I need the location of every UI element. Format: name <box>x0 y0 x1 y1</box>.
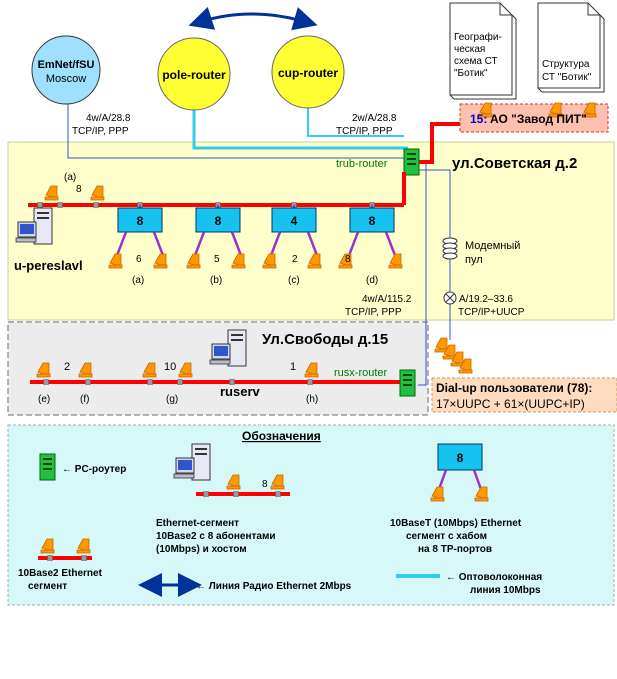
dialup-title: Dial-up пользователи (78): <box>436 381 592 395</box>
document-icon <box>537 2 601 89</box>
geo-doc-line3: схема СТ <box>454 56 498 67</box>
fiber-link <box>192 100 408 150</box>
svg-text:8: 8 <box>369 214 376 228</box>
legend-eth-seg-1: Ethernet-сегмент <box>156 518 239 529</box>
hub-a: 8 6 (a) <box>108 205 168 286</box>
svg-text:(d): (d) <box>366 275 378 286</box>
hub-d: 8 8 (d) <box>338 205 403 286</box>
emnet-label: EmNet/fSU <box>38 59 95 71</box>
struct-doc-line1: Структура <box>542 59 590 70</box>
modem-pool-line2: пул <box>465 254 483 266</box>
svg-text:8: 8 <box>137 214 144 228</box>
cup-router-label: cup-router <box>278 66 338 80</box>
emnet-router <box>31 35 101 105</box>
cup-fiber-link <box>307 102 404 137</box>
hub-b: 8 5 (b) <box>186 205 246 286</box>
legend-eth-seg-2: 10Base2 с 8 абонентами <box>156 530 276 542</box>
pc-router-icon <box>39 453 56 481</box>
emnet-modem-line <box>67 88 404 159</box>
legend-hub-2: сегмент с хабом <box>406 530 487 542</box>
geo-doc-line1: Географи- <box>454 31 502 43</box>
modem-cross-icon <box>443 291 457 305</box>
legend-base2-2: сегмент <box>28 581 67 592</box>
document-icon <box>449 2 513 96</box>
legend-eth-count: 8 <box>262 479 268 490</box>
radio-link <box>188 6 318 31</box>
seg-a-count: 8 <box>76 184 82 195</box>
legend-hub-3: на 8 TP-портов <box>418 544 492 555</box>
legend-eth-seg-3: (10Mbps) и хостом <box>156 544 247 555</box>
geo-doc-line4: "Ботик" <box>454 68 488 79</box>
host-ruserv: ruserv <box>220 384 261 399</box>
svobody-zone <box>7 321 429 416</box>
legend-zone <box>7 424 615 606</box>
legend-fiber-1: ← Оптоволоконная <box>446 572 542 583</box>
rusx-link-rate: 4w/A/115.2 <box>362 294 412 305</box>
dialup-box <box>431 377 617 413</box>
geo-doc-line2: ческая <box>454 44 485 55</box>
cup-link-proto: TCP/IP, PPP <box>336 126 393 137</box>
svobody-label-h: (h) <box>306 394 318 405</box>
hub-c: 4 2 (c) <box>262 205 322 286</box>
svobody-count-h: 1 <box>290 361 296 373</box>
svobody-label-g: (g) <box>166 394 178 405</box>
zavod-segment <box>418 122 460 164</box>
legend-title: Обозначения <box>242 429 321 443</box>
svg-text:(b): (b) <box>210 275 222 286</box>
struct-doc-line2: СТ "Ботик" <box>542 72 592 83</box>
cup-router <box>271 35 345 109</box>
svg-text:(a): (a) <box>132 275 144 286</box>
rusx-router-label: rusx-router <box>334 367 388 379</box>
dialup-users <box>434 337 473 374</box>
seg-a-label: (a) <box>64 172 76 183</box>
dialup-detail: 17×UUPC + 61×(UUPC+IP) <box>436 397 585 411</box>
pole-router-label: pole-router <box>162 68 226 82</box>
svg-text:8: 8 <box>345 254 351 265</box>
zavod-name: АО "Завод ПИТ" <box>490 112 587 126</box>
modem-pool-icon <box>442 237 458 260</box>
host-u-pereslavl: u-pereslavl <box>14 258 83 273</box>
cup-link-rate: 2w/A/28.8 <box>352 113 397 124</box>
svobody-label-f: (f) <box>80 394 89 405</box>
svg-text:5: 5 <box>214 254 220 265</box>
legend-hub: 8 <box>430 443 489 502</box>
pc-router-icon <box>399 369 416 397</box>
emnet-link-rate: 4w/A/28.8 <box>86 113 131 124</box>
legend-base2-1: 10Base2 Ethernet <box>18 568 103 579</box>
svobody-title: Ул.Свободы д.15 <box>262 331 388 348</box>
legend-radio: ← Линия Радио Ethernet 2Mbps <box>196 581 352 592</box>
legend-hub-1: 10BaseT (10Mbps) Ethernet <box>390 518 522 529</box>
pole-router <box>157 37 231 111</box>
emnet-city: Moscow <box>46 73 86 85</box>
svobody-label-e: (e) <box>38 394 50 405</box>
modem-link-proto: TCP/IP+UUCP <box>458 307 525 318</box>
svg-text:8: 8 <box>215 214 222 228</box>
pool-line <box>418 169 451 238</box>
svg-text:8: 8 <box>457 451 464 465</box>
legend-fiber-2: линия 10Mbps <box>470 585 541 596</box>
svg-text:2: 2 <box>292 254 298 265</box>
svobody-count-e: 2 <box>64 361 70 373</box>
modem-pool-line1: Модемный <box>465 240 520 252</box>
emnet-link-proto: TCP/IP, PPP <box>72 126 129 137</box>
svg-text:4: 4 <box>291 214 298 228</box>
svobody-count-g: 10 <box>164 361 176 373</box>
zavod-num: 15: <box>470 112 487 126</box>
modem-link-rate: A/19.2–33.6 <box>459 294 513 305</box>
svg-text:6: 6 <box>136 254 142 265</box>
trub-router-label: trub-router <box>336 158 388 170</box>
legend-pc-router: ← PC-роутер <box>62 464 126 475</box>
rusx-link-proto: TCP/IP, PPP <box>345 307 402 318</box>
sovetskaya-title: ул.Советская д.2 <box>452 155 577 172</box>
svg-text:(c): (c) <box>288 275 300 286</box>
pc-router-icon <box>403 148 420 176</box>
